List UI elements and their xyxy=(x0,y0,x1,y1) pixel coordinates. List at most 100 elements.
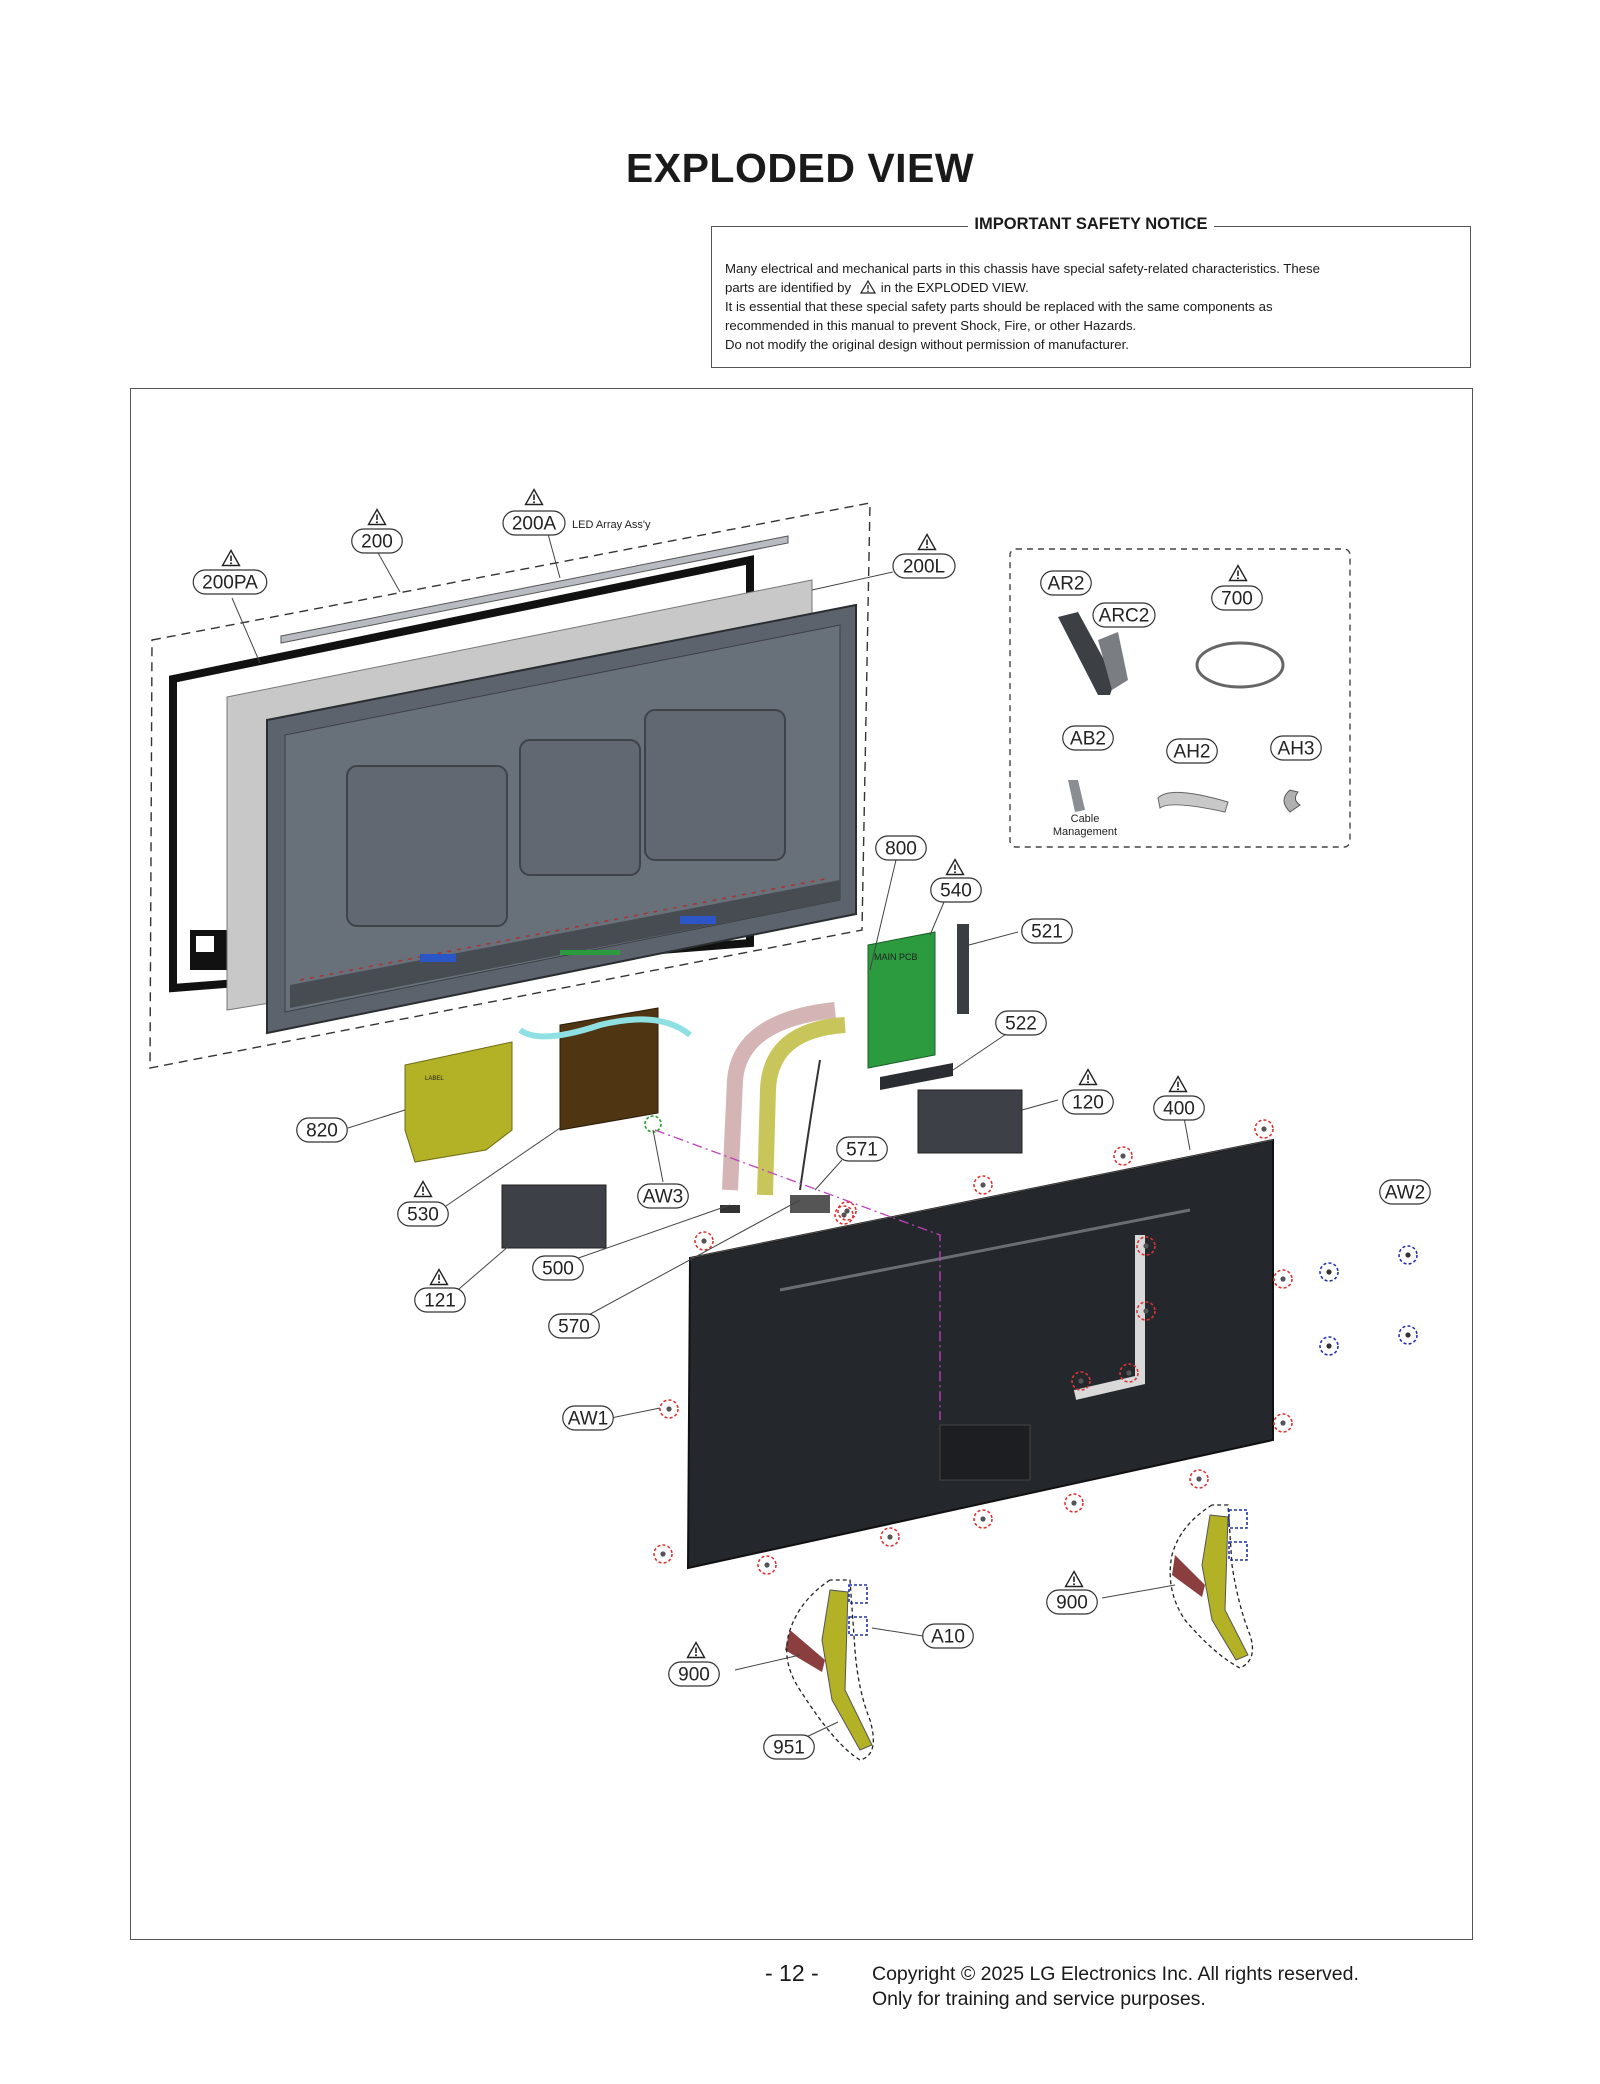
arc2-icon xyxy=(1098,632,1128,690)
part-label-571: 571 xyxy=(836,1136,888,1162)
warning-icon xyxy=(524,488,544,506)
svg-text:800: 800 xyxy=(885,839,917,860)
warning-icon xyxy=(1064,1570,1084,1588)
warning-icon xyxy=(1078,1068,1098,1086)
part-label-800: 800 xyxy=(875,835,927,861)
svg-text:951: 951 xyxy=(773,1738,805,1759)
svg-text:120: 120 xyxy=(1072,1093,1104,1114)
notice-line-1: Many electrical and mechanical parts in … xyxy=(725,261,1320,276)
warning-icon xyxy=(367,508,387,526)
bracket-521 xyxy=(957,924,969,1014)
svg-text:700: 700 xyxy=(1221,589,1253,610)
part-label-522: 522 xyxy=(995,1010,1047,1036)
svg-text:200L: 200L xyxy=(903,557,945,578)
svg-text:LED Array Ass'y: LED Array Ass'y xyxy=(572,519,651,531)
warning-icon xyxy=(686,1641,706,1659)
back-cover-400 xyxy=(686,1138,1274,1570)
svg-text:820: 820 xyxy=(306,1121,338,1142)
stand-right xyxy=(1201,1514,1249,1661)
part-label-arc2: ARC2 xyxy=(1092,602,1156,628)
part-label-400: 400 xyxy=(1153,1095,1205,1121)
warning-icon xyxy=(429,1268,449,1286)
svg-text:AW1: AW1 xyxy=(568,1409,608,1430)
part-label-820: 820 xyxy=(296,1117,348,1143)
page-number: - 12 - xyxy=(765,1960,819,1986)
svg-text:200A: 200A xyxy=(512,514,557,535)
safety-notice-title: IMPORTANT SAFETY NOTICE xyxy=(968,215,1214,233)
part-label-951: 951 xyxy=(763,1734,815,1760)
bracket-522 xyxy=(880,1063,953,1090)
svg-text:400: 400 xyxy=(1163,1099,1195,1120)
stand-left xyxy=(821,1589,873,1751)
part-label-700: 700 xyxy=(1211,585,1263,611)
part-label-900-right: 900 xyxy=(1046,1589,1098,1615)
stand-right-outline xyxy=(1169,1504,1254,1669)
part-label-ab2: AB2 xyxy=(1062,725,1114,751)
svg-text:Cable: Cable xyxy=(1071,813,1100,825)
part-label-200l: 200L xyxy=(892,553,956,579)
svg-text:ARC2: ARC2 xyxy=(1099,606,1150,627)
warning-icon xyxy=(1168,1075,1188,1093)
svg-text:AW3: AW3 xyxy=(643,1187,683,1208)
cable-flat-pink xyxy=(722,1002,836,1191)
cable-harness-light-blue xyxy=(518,1016,692,1040)
svg-text:571: 571 xyxy=(846,1140,878,1161)
warning-icon xyxy=(917,533,937,551)
warning-icon xyxy=(945,858,965,876)
part-label-120: 120 xyxy=(1062,1089,1114,1115)
part-label-540: 540 xyxy=(930,877,982,903)
notice-line-5: Do not modify the original design withou… xyxy=(725,337,1129,352)
board-530 xyxy=(559,1007,659,1131)
part-label-a10: A10 xyxy=(922,1623,974,1649)
ah2-holder-icon xyxy=(1157,791,1229,813)
part-label-521: 521 xyxy=(1021,918,1073,944)
svg-text:A10: A10 xyxy=(931,1627,965,1648)
svg-text:521: 521 xyxy=(1031,922,1063,943)
svg-text:AB2: AB2 xyxy=(1070,729,1106,750)
part-label-ar2: AR2 xyxy=(1040,570,1092,596)
warning-icon xyxy=(859,279,876,294)
panel-cutout-mid xyxy=(519,739,641,876)
part-label-200: 200 xyxy=(351,528,403,554)
power-cord-700-icon xyxy=(1195,641,1285,689)
notice-line-2: parts are identified by in the EXPLODED … xyxy=(725,279,1029,295)
safety-notice-box: IMPORTANT SAFETY NOTICE Many electrical … xyxy=(711,215,1471,368)
svg-text:522: 522 xyxy=(1005,1014,1037,1035)
panel-module-outline xyxy=(149,502,871,1069)
notice-line-4: recommended in this manual to prevent Sh… xyxy=(725,318,1137,333)
panel-cutout-left xyxy=(346,765,508,927)
accessory-outline xyxy=(1009,548,1351,848)
svg-text:AW2: AW2 xyxy=(1385,1183,1425,1204)
part-label-aw2: AW2 xyxy=(1379,1179,1431,1205)
svg-text:AH3: AH3 xyxy=(1278,739,1315,760)
cable-flat-yellow xyxy=(757,1017,846,1196)
warning-icon xyxy=(221,549,241,567)
speaker-120 xyxy=(917,1089,1023,1154)
copyright: Copyright © 2025 LG Electronics Inc. All… xyxy=(872,1963,1359,2010)
part-label-ah2: AH2 xyxy=(1166,738,1218,764)
svg-text:AH2: AH2 xyxy=(1174,742,1211,763)
svg-text:200PA: 200PA xyxy=(202,573,258,594)
svg-text:570: 570 xyxy=(558,1317,590,1338)
speaker-121 xyxy=(501,1184,607,1249)
notice-line-3: It is essential that these special safet… xyxy=(725,299,1273,314)
main-pcb-540 xyxy=(867,931,936,1069)
svg-text:MAIN PCB: MAIN PCB xyxy=(874,952,918,962)
diagram-frame xyxy=(130,388,1473,1940)
safety-notice-body: Many electrical and mechanical parts in … xyxy=(725,259,1457,354)
part-label-570: 570 xyxy=(548,1313,600,1339)
led-array-bar xyxy=(280,535,789,644)
svg-text:900: 900 xyxy=(1056,1593,1088,1614)
svg-text:121: 121 xyxy=(424,1291,456,1312)
part-label-aw1: AW1 xyxy=(562,1405,614,1431)
remote-ar2-icon xyxy=(1058,612,1115,695)
ab2-cable-icon xyxy=(1068,780,1085,812)
svg-text:AR2: AR2 xyxy=(1048,574,1085,595)
svg-text:530: 530 xyxy=(407,1205,439,1226)
part-label-200a: 200A xyxy=(502,510,566,536)
warning-icon xyxy=(413,1180,433,1198)
panel-cutout-right xyxy=(644,709,786,861)
part-label-200pa: 200PA xyxy=(192,569,268,595)
frame-200pa xyxy=(169,555,754,993)
